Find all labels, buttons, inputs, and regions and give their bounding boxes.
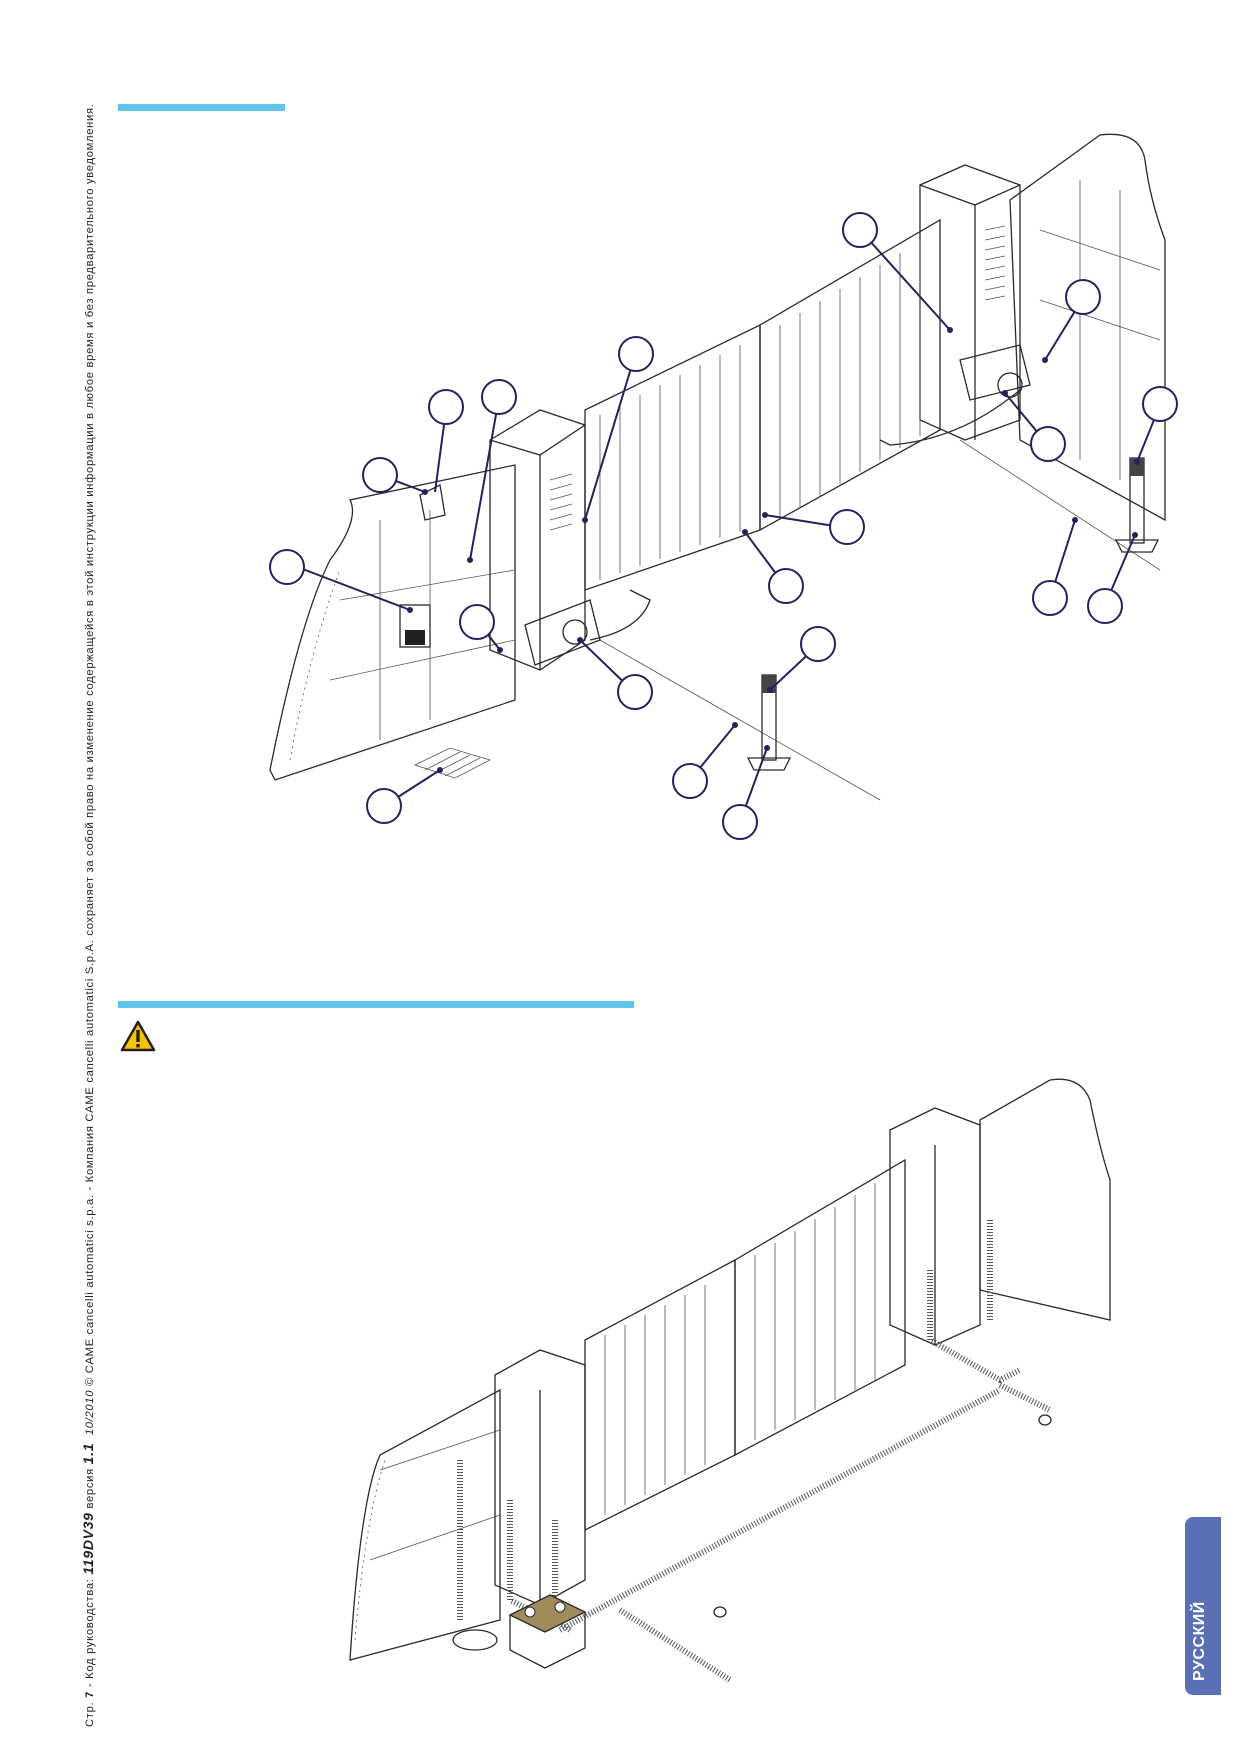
installation-diagram-top bbox=[269, 133, 1178, 840]
section-bar-top bbox=[118, 104, 285, 111]
language-tab: РУССКИЙ bbox=[1185, 1517, 1221, 1695]
warning-triangle-icon bbox=[120, 1020, 156, 1052]
section-bar-middle bbox=[118, 1001, 634, 1008]
callout-markers bbox=[269, 212, 1178, 840]
